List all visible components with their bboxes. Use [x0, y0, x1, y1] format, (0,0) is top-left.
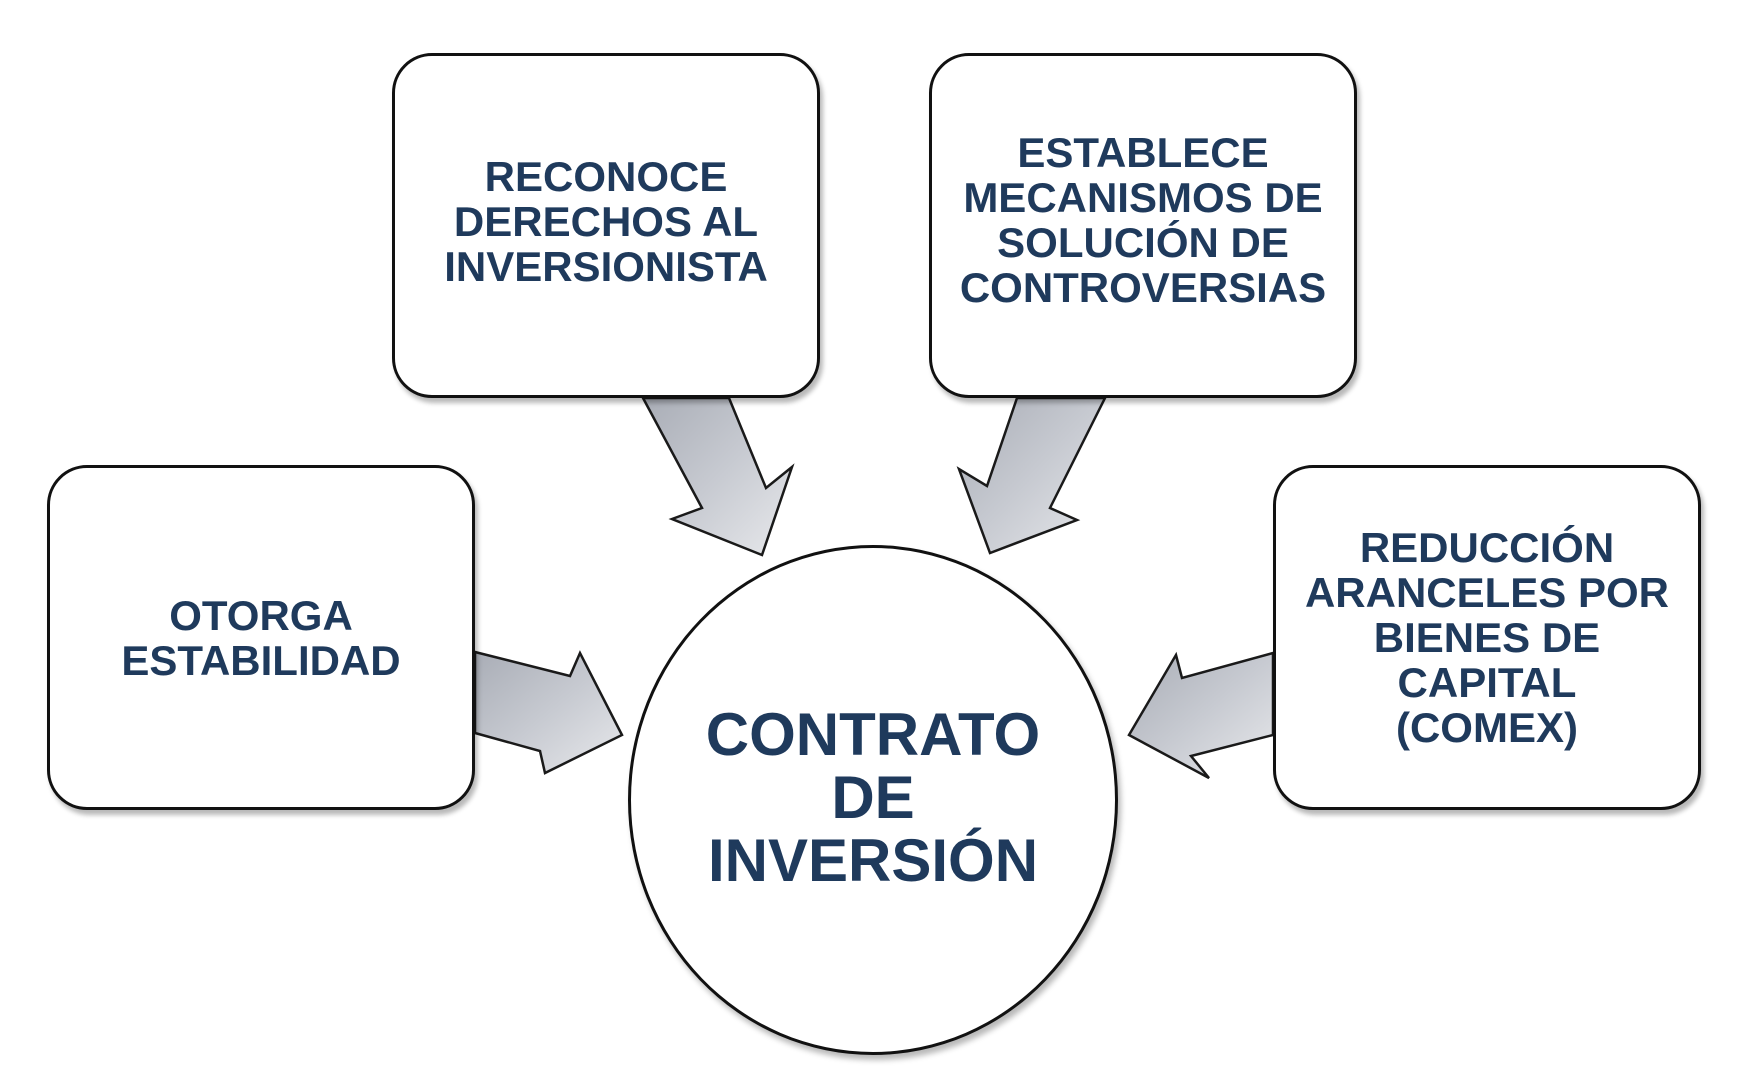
node-reconoce-derechos: RECONOCE DERECHOS AL INVERSIONISTA [392, 53, 820, 398]
node-establece-mecanismos: ESTABLECE MECANISMOS DE SOLUCIÓN DE CONT… [929, 53, 1357, 398]
node-otorga-estabilidad: OTORGA ESTABILIDAD [47, 465, 475, 810]
node-label: OTORGA ESTABILIDAD [121, 591, 401, 684]
node-label: ESTABLECE MECANISMOS DE SOLUCIÓN DE CONT… [959, 128, 1327, 311]
center-node-contrato-de-inversion: CONTRATO DE INVERSIÓN [628, 545, 1118, 1055]
arrow-right-to-center [1127, 651, 1275, 780]
node-reduccion-aranceles: REDUCCIÓN ARANCELES POR BIENES DE CAPITA… [1273, 465, 1701, 810]
center-label: CONTRATO DE INVERSIÓN [705, 700, 1041, 894]
arrow-top-right-to-center [956, 396, 1108, 555]
node-label: RECONOCE DERECHOS AL INVERSIONISTA [444, 153, 768, 290]
arrow-left-to-center [473, 650, 624, 775]
node-label: REDUCCIÓN ARANCELES POR BIENES DE CAPITA… [1304, 524, 1670, 751]
arrow-top-left-to-center [640, 396, 795, 557]
